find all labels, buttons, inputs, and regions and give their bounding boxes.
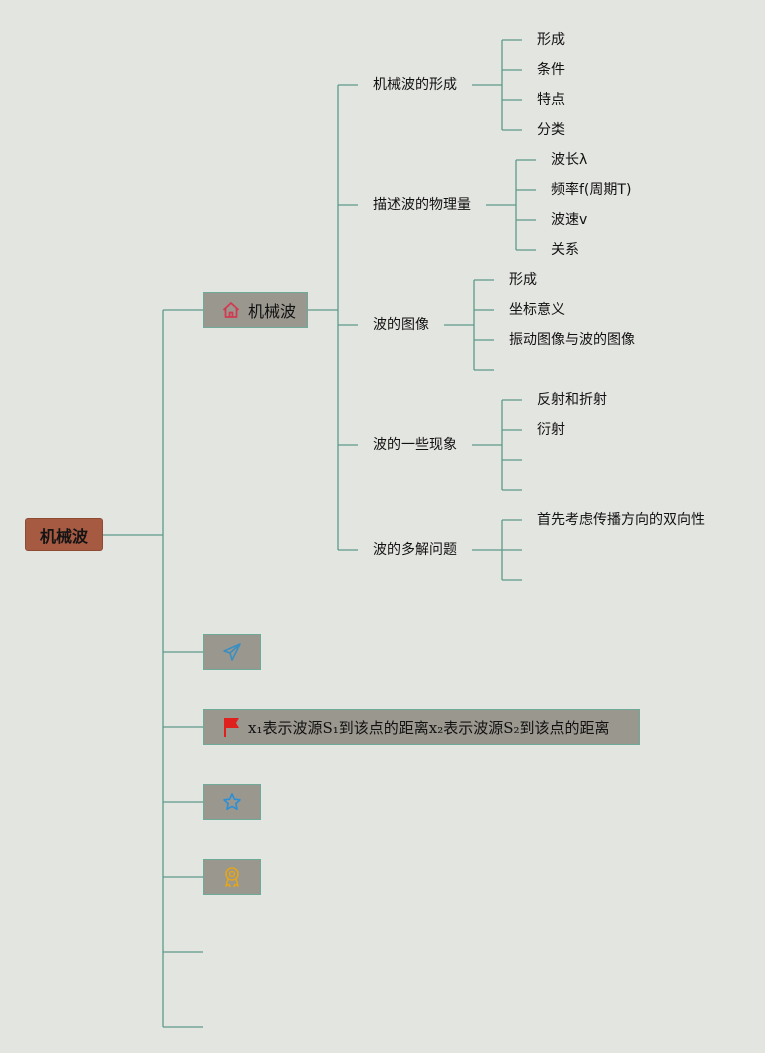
topic-wave-graph[interactable]: 波的图像 — [373, 317, 429, 333]
leaf-item[interactable]: 特点 — [537, 92, 565, 108]
leaf-item[interactable]: 波速v — [551, 212, 588, 228]
home-icon — [220, 299, 242, 321]
leaf-item[interactable]: 首先考虑传播方向的双向性 — [537, 512, 705, 528]
star-branch-node[interactable] — [203, 784, 261, 820]
star-icon — [221, 791, 243, 813]
paper-plane-icon — [221, 641, 243, 663]
topic-wave-formation[interactable]: 机械波的形成 — [373, 77, 457, 93]
leaf-item[interactable]: 条件 — [537, 62, 565, 78]
leaf-item[interactable]: 频率f(周期T) — [551, 182, 632, 198]
leaf-item[interactable]: 关系 — [551, 242, 579, 258]
main-branch-label: 机械波 — [248, 302, 297, 321]
topic-multiple-solutions[interactable]: 波的多解问题 — [373, 542, 457, 558]
leaf-item[interactable]: 振动图像与波的图像 — [509, 332, 635, 348]
leaf-item[interactable]: 分类 — [537, 122, 565, 138]
root-node[interactable]: 机械波 — [25, 518, 103, 551]
root-label: 机械波 — [39, 526, 88, 546]
leaf-item[interactable]: 衍射 — [537, 422, 565, 438]
topic-wave-phenomena[interactable]: 波的一些现象 — [373, 437, 457, 453]
leaf-item[interactable]: 波长λ — [551, 152, 588, 168]
flag-icon — [220, 716, 242, 738]
leaf-item[interactable]: 坐标意义 — [509, 302, 565, 318]
main-branch-node[interactable]: 机械波 — [203, 292, 308, 328]
paper-plane-branch-node[interactable] — [203, 634, 261, 670]
leaf-item[interactable]: 形成 — [537, 32, 565, 48]
leaf-item[interactable]: 反射和折射 — [537, 392, 607, 408]
leaf-item[interactable]: 形成 — [509, 272, 537, 288]
flag-branch-node[interactable]: x₁表示波源S₁到该点的距离x₂表示波源S₂到该点的距离 — [203, 709, 640, 745]
award-icon — [221, 866, 243, 888]
flag-branch-label: x₁表示波源S₁到该点的距离x₂表示波源S₂到该点的距离 — [248, 718, 610, 737]
award-branch-node[interactable] — [203, 859, 261, 895]
topic-physical-quantities[interactable]: 描述波的物理量 — [373, 197, 471, 213]
